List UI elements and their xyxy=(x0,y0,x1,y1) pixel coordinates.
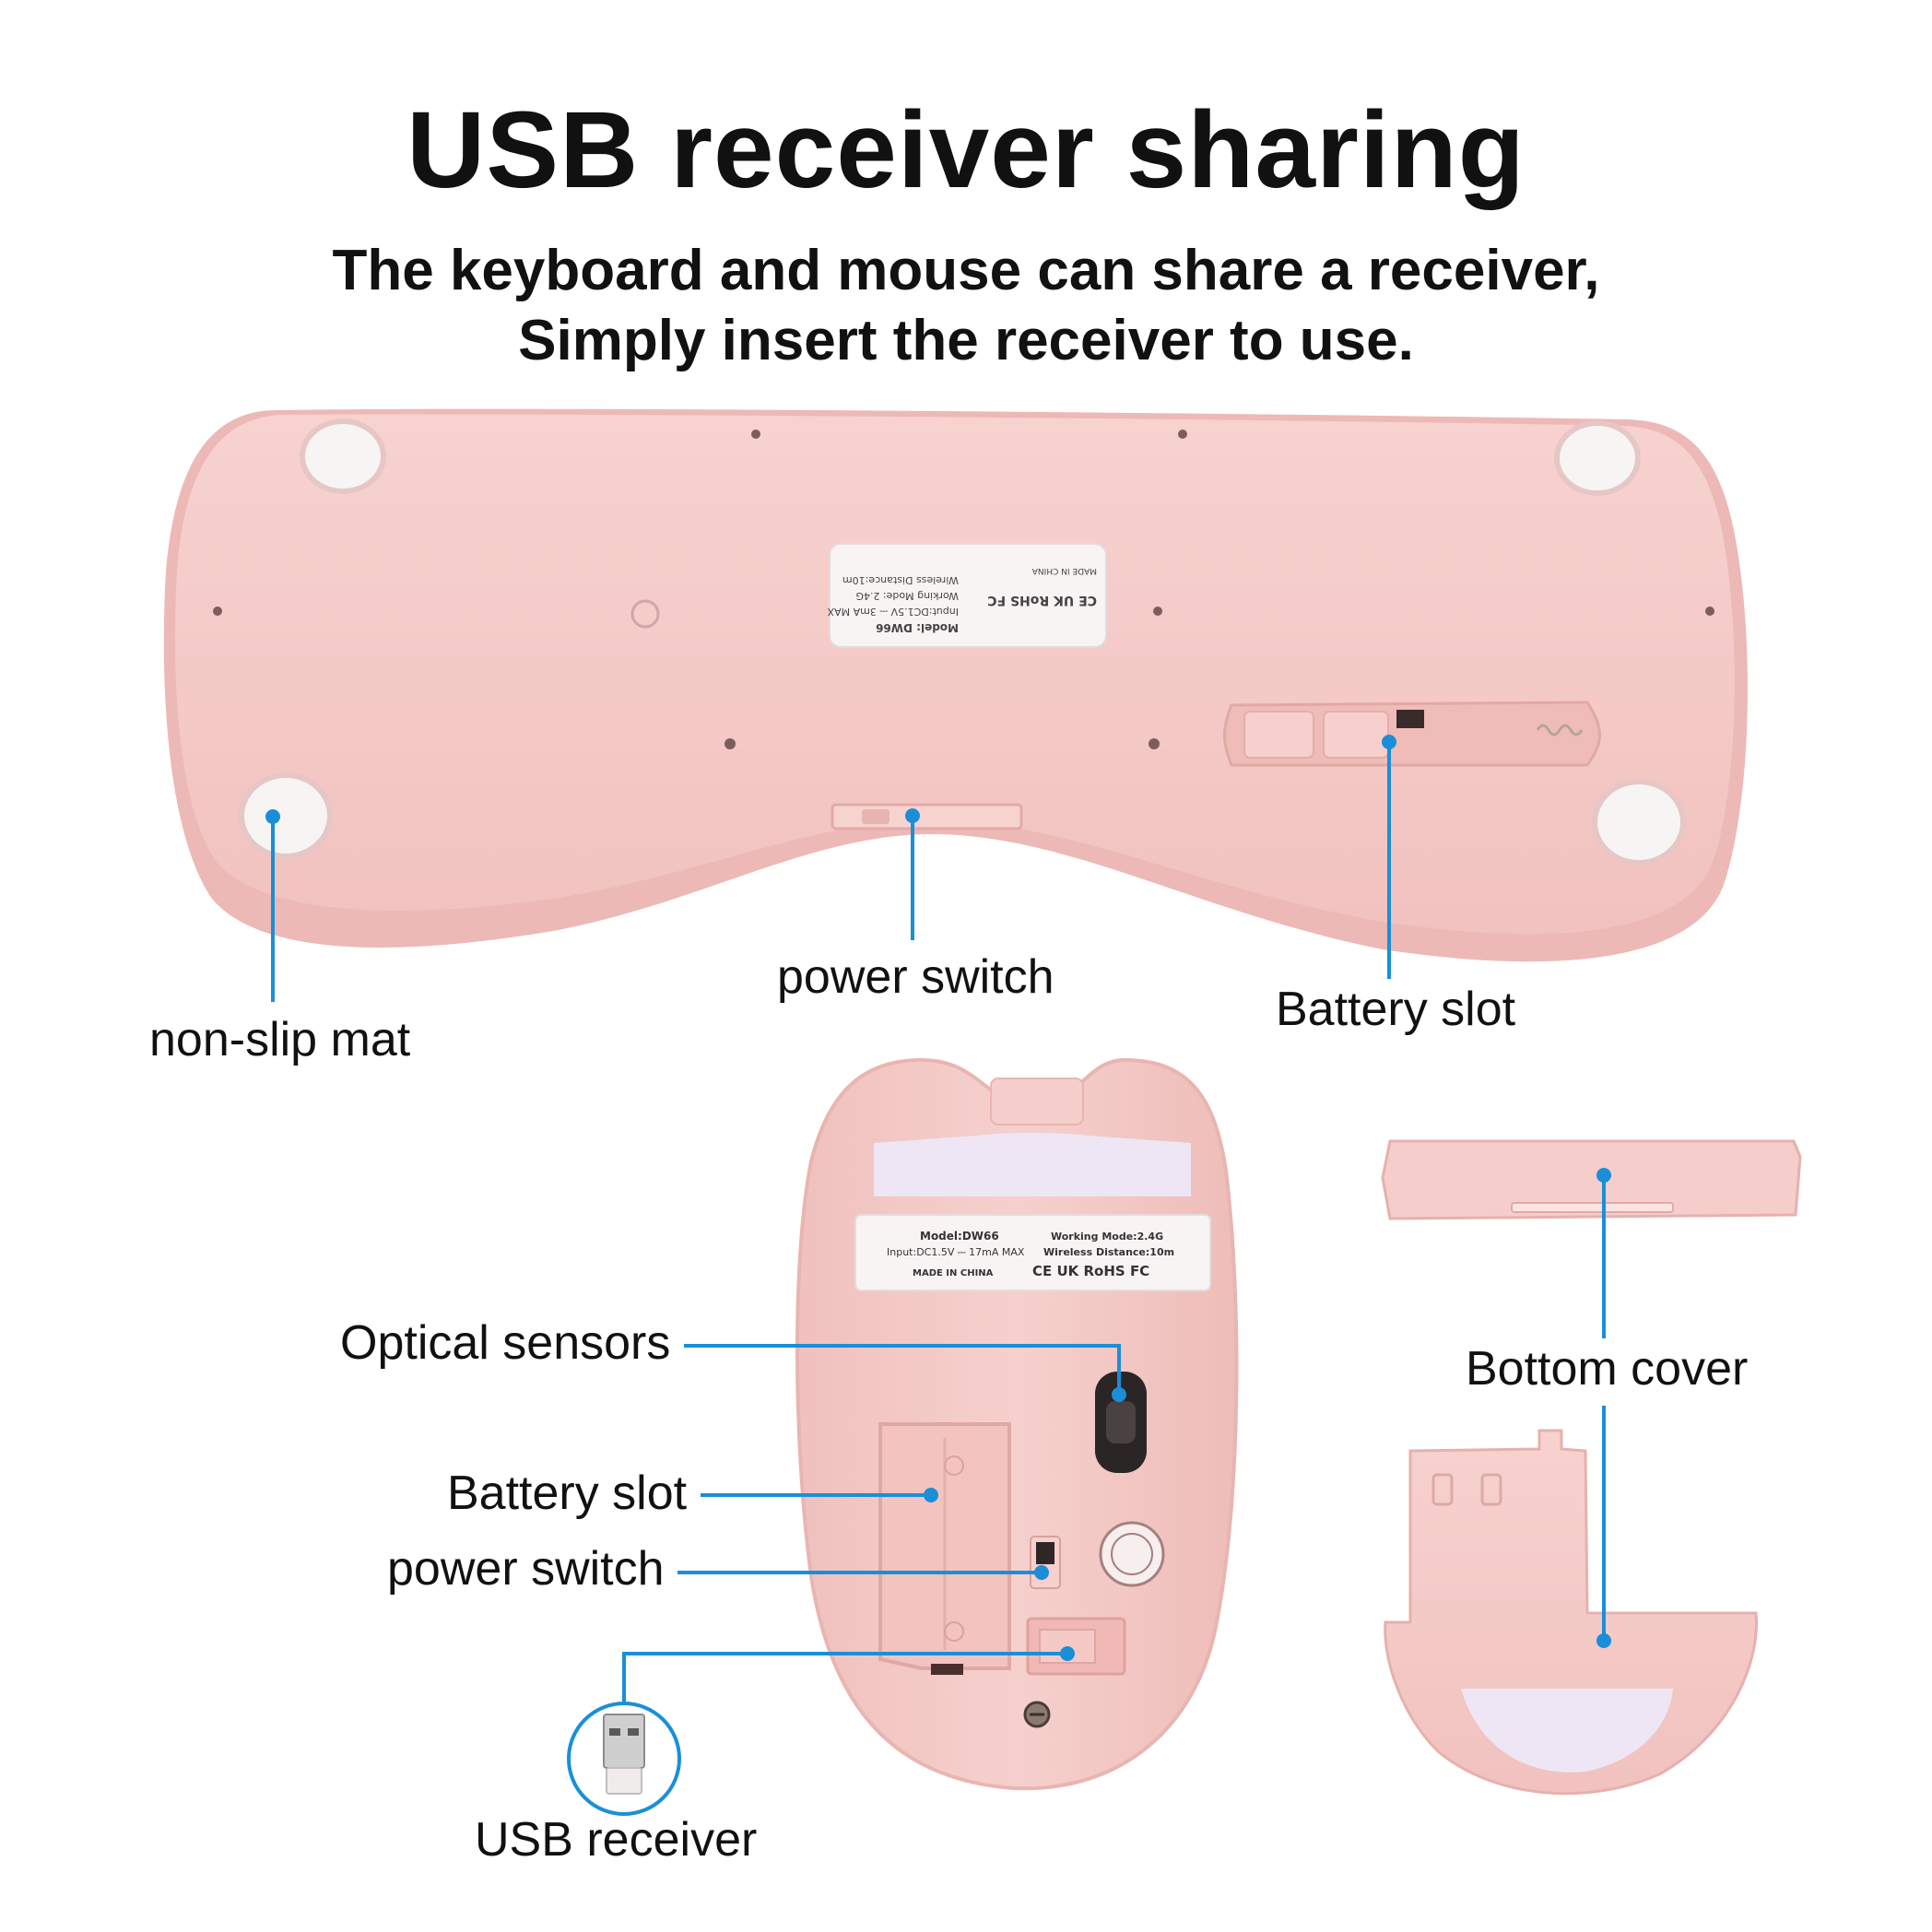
mouse-label-origin: MADE IN CHINA xyxy=(913,1268,994,1278)
bottom-cover-latch-right xyxy=(1480,1473,1502,1506)
bottom-cover-top-piece xyxy=(1381,1139,1802,1220)
page-title: USB receiver sharing xyxy=(406,89,1526,211)
keyboard-power-switch xyxy=(831,803,1023,831)
keyboard-bottom: Model: DW66 Input:DC1.5V ⎓ 3mA MAX Worki… xyxy=(163,408,1749,962)
keyboard-label-input: Input:DC1.5V ⎓ 3mA MAX xyxy=(827,606,959,618)
mouse-callout-lines xyxy=(622,1168,1611,1703)
label-usb-receiver: USB receiver xyxy=(475,1813,758,1867)
keyboard-battery-compartment xyxy=(1223,701,1601,767)
non-slip-foot-top-right xyxy=(1554,420,1641,496)
subtitle-line-2: Simply insert the receiver to use. xyxy=(518,309,1414,372)
non-slip-foot-bottom-right xyxy=(1592,779,1686,866)
keyboard-label-marks: CE UK RoHS FC xyxy=(987,593,1097,607)
mouse-product-label: Model:DW66 Input:DC1.5V ⎓ 17mA MAX MADE … xyxy=(854,1214,1211,1291)
quality-seal xyxy=(630,599,660,629)
subtitle-line-1: The keyboard and mouse can share a recei… xyxy=(332,239,1600,302)
mouse-glide-pad-cutout xyxy=(990,1078,1084,1125)
keyboard-label-working-mode: Working Mode: 2.4G xyxy=(855,590,959,602)
callout-dot-bottom-cover-top xyxy=(1596,1168,1611,1183)
mouse-label-input: Input:DC1.5V ⎓ 17mA MAX xyxy=(887,1246,1025,1258)
label-keyboard-power-switch: power switch xyxy=(777,950,1054,1004)
callout-dot-optical-sensors xyxy=(1112,1387,1126,1402)
keyboard-label-origin: MADE IN CHINA xyxy=(1031,566,1097,575)
bottom-cover xyxy=(1381,1139,1802,1796)
mouse-label-distance: Wireless Distance:10m xyxy=(1043,1246,1174,1258)
mouse-label-working-mode: Working Mode:2.4G xyxy=(1051,1231,1163,1243)
keyboard-label-distance: Wireless Distance:10m xyxy=(842,574,959,586)
non-slip-foot-top-left xyxy=(300,418,386,494)
label-optical-sensors: Optical sensors xyxy=(340,1316,671,1370)
bottom-cover-latch-left xyxy=(1431,1473,1454,1506)
mouse-power-switch xyxy=(1030,1536,1061,1589)
keyboard-shell xyxy=(174,414,1735,935)
mouse-battery-compartment xyxy=(878,1422,1011,1675)
keyboard-label-model: Model: DW66 xyxy=(876,621,959,634)
callout-dot-mouse-power-switch xyxy=(1034,1565,1049,1580)
bottom-cover-slot xyxy=(1511,1202,1674,1213)
label-mouse-battery-slot: Battery slot xyxy=(447,1467,688,1520)
callout-dot-keyboard-power-switch xyxy=(905,808,920,823)
optical-sensor xyxy=(1095,1372,1147,1473)
mouse-receiver-storage xyxy=(1026,1617,1126,1676)
keyboard-callout-lines xyxy=(265,735,1396,1002)
label-mouse-power-switch: power switch xyxy=(387,1542,665,1596)
mouse-quality-seal xyxy=(1099,1521,1165,1587)
callout-dot-keyboard-battery-slot xyxy=(1382,735,1396,749)
mouse-label-model: Model:DW66 xyxy=(920,1230,999,1243)
callout-dot-mouse-battery-slot xyxy=(924,1488,938,1502)
bottom-cover-glide-pad xyxy=(1461,1689,1673,1773)
callout-dot-non-slip-mat xyxy=(265,809,280,824)
keyboard-product-label: Model: DW66 Input:DC1.5V ⎓ 3mA MAX Worki… xyxy=(827,543,1107,648)
callout-dot-bottom-cover-bottom xyxy=(1596,1633,1611,1648)
label-bottom-cover: Bottom cover xyxy=(1466,1342,1749,1396)
callout-dot-usb-receiver xyxy=(1060,1646,1075,1661)
label-keyboard-battery-slot: Battery slot xyxy=(1276,983,1516,1036)
usb-receiver-icon xyxy=(567,1702,681,1816)
mouse-bottom: Model:DW66 Input:DC1.5V ⎓ 17mA MAX MADE … xyxy=(795,1057,1239,1791)
mouse-label-marks: CE UK RoHS FC xyxy=(1032,1263,1149,1279)
non-slip-foot-bottom-left xyxy=(239,772,333,859)
label-non-slip-mat: non-slip mat xyxy=(149,1013,411,1066)
mouse-glide-pad-top xyxy=(874,1133,1191,1196)
screw-holes xyxy=(213,430,1714,749)
